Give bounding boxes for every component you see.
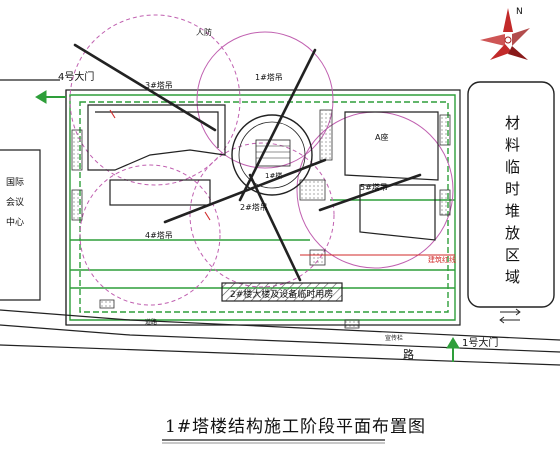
- svg-text:料: 料: [505, 136, 520, 154]
- crane-4-label: 4#塔吊: [145, 230, 173, 240]
- building-right-lower: [359, 184, 436, 241]
- svg-text:材: 材: [505, 114, 520, 132]
- temp-facilities-label: 2#楼大楼及设备临时用房: [230, 288, 333, 300]
- crane-1-label: 1#塔吊: [255, 72, 283, 82]
- left-building: [87, 104, 226, 206]
- svg-text:临: 临: [505, 158, 520, 176]
- crane-2-label: 2#塔吊: [240, 202, 268, 212]
- tower-1-label: 1#楼: [265, 171, 282, 180]
- gate-1-label: 1号大门: [462, 336, 498, 349]
- compass-rose: N: [480, 7, 530, 60]
- building-red-line: [109, 109, 455, 256]
- svg-text:会议: 会议: [6, 196, 24, 208]
- sign-left-label: 道路: [145, 318, 157, 326]
- entry-arrow-bottom: [446, 337, 460, 362]
- crane-5-label: 5#塔吊: [360, 182, 388, 192]
- temporary-facilities: 2#楼大楼及设备临时用房: [221, 282, 343, 302]
- gate-4-label: 4号大门: [58, 70, 94, 83]
- road-label: 路: [403, 348, 414, 361]
- crane-booms: [73, 43, 422, 282]
- conference-center-label: 国际 会议 中心: [6, 177, 24, 228]
- svg-text:国际: 国际: [6, 177, 24, 188]
- entry-arrow-left: [35, 90, 66, 104]
- building-a: A座: [344, 111, 439, 181]
- crane-3-label: 3#塔吊: [145, 80, 173, 90]
- svg-text:堆: 堆: [505, 202, 520, 220]
- plan-title-text: 1#塔楼结构施工阶段平面布置图: [165, 417, 426, 437]
- sign-bottom-label: 宣传栏: [385, 334, 403, 342]
- redline-label: 建筑红线: [428, 255, 456, 264]
- crane-swing-radii: [69, 14, 454, 306]
- traffic-arrows: [499, 308, 521, 324]
- site-sheds: [71, 109, 451, 329]
- svg-text:中心: 中心: [6, 216, 24, 228]
- site-boundary: [65, 89, 461, 326]
- svg-text:放: 放: [505, 224, 520, 242]
- svg-text:区: 区: [505, 246, 520, 264]
- material-yard-label: 材 料 临 时 堆 放 区 域: [505, 114, 520, 286]
- main-road: [0, 309, 560, 366]
- building-a-label: A座: [375, 132, 388, 142]
- crane-labels: 3#塔吊 1#塔吊 2#塔吊 4#塔吊 5#塔吊: [145, 72, 388, 240]
- material-yard: [467, 81, 555, 308]
- svg-text:域: 域: [505, 268, 520, 286]
- plan-title: 1#塔楼结构施工阶段平面布置图: [162, 417, 426, 444]
- svg-text:时: 时: [505, 180, 520, 198]
- people-label: 人防: [196, 27, 212, 37]
- compass-north-label: N: [516, 7, 523, 17]
- left-road: [0, 79, 60, 301]
